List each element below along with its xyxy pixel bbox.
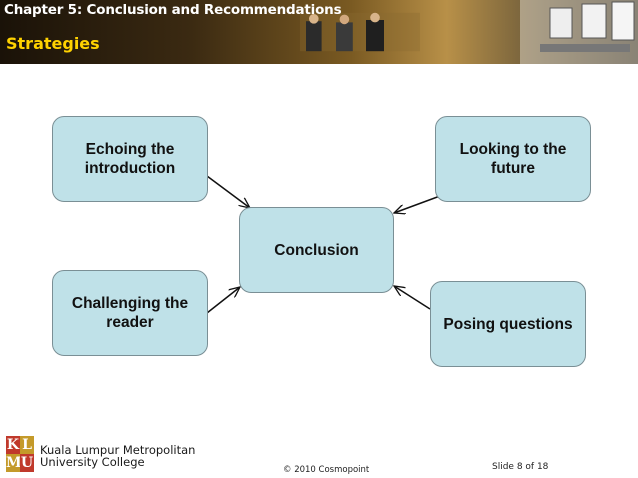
copyright-text: © 2010 Cosmopoint [283,465,370,475]
node-challenging-the-reader: Challenging the reader [52,270,208,356]
node-posing-questions: Posing questions [430,281,586,367]
logo-letter-k: K [6,436,20,454]
header-photo-computers [520,0,638,64]
college-name-line2: University College [40,455,145,469]
slide-number: Slide 8 of 18 [492,462,549,472]
college-name-line1: Kuala Lumpur Metropolitan [40,443,196,457]
header-photo-businesspeople [300,12,420,52]
logo-letter-m: M [6,454,22,472]
header-banner: Chapter 5: Conclusion and Recommendation… [0,0,638,64]
node-echoing-the-introduction: Echoing the introduction [52,116,208,202]
node-conclusion: Conclusion [239,207,394,293]
arrow-echoing-to-conclusion [206,175,250,208]
node-looking-to-the-future: Looking to the future [435,116,591,202]
college-name: Kuala Lumpur Metropolitan University Col… [40,444,195,468]
arrow-posing-to-conclusion [394,286,431,310]
arrow-challenging-to-conclusion [206,287,240,314]
logo-letter-u: U [20,454,34,472]
klmu-logo: K L M U [6,436,34,472]
chapter-title: Chapter 5: Conclusion and Recommendation… [4,2,342,18]
section-title: Strategies [6,34,100,53]
logo-letter-l: L [20,436,34,454]
arrow-looking-to-conclusion [394,195,441,213]
